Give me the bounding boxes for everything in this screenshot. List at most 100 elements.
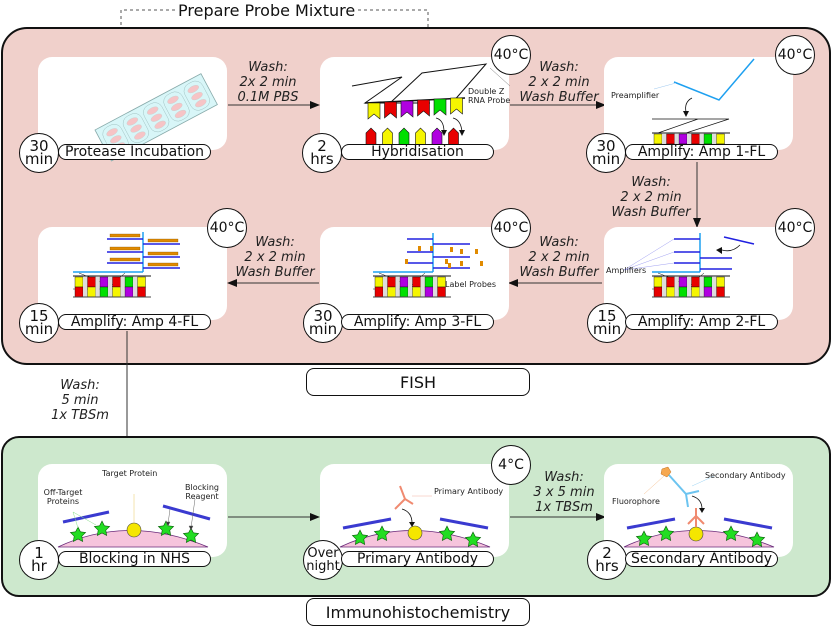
- spacer: [433, 277, 437, 297]
- time-badge-amp1: 30min: [586, 133, 626, 173]
- preamplifier-annotation: Preamplifier: [611, 91, 659, 100]
- probe-segment: [704, 134, 712, 144]
- target-segment: [667, 287, 675, 297]
- spacer: [675, 277, 679, 297]
- arrow-protease-to-hybrid: [228, 100, 328, 110]
- temp-badge-amp2: 40°C: [775, 208, 815, 248]
- wash-step-1: Wash:2x 2 min0.1M PBS: [232, 60, 304, 105]
- amplifiers-icon: [604, 227, 804, 327]
- target-segment: [400, 287, 408, 297]
- probe-segment: [654, 277, 662, 287]
- blocking-reagent-annotation: Blocking Reagent: [181, 483, 223, 501]
- arrow-primary-to-secondary: [510, 512, 610, 522]
- probe-segment: [692, 134, 700, 144]
- spacer: [408, 277, 412, 297]
- blocking-scene-icon: [38, 464, 238, 564]
- time-badge-hybridisation: 2hrs: [302, 133, 342, 173]
- step-label-hybridisation: Hybridisation: [341, 144, 494, 160]
- step-label-amp1: Amplify: Amp 1-FL: [625, 144, 778, 160]
- prepare-probe-label: Prepare Probe Mixture: [178, 1, 355, 20]
- arrow-amp2-to-amp3: [508, 278, 608, 288]
- double-z-probe-annotation: Double Z RNA Probe: [468, 87, 512, 105]
- step-label-secondary: Secondary Antibody: [625, 551, 778, 567]
- target-segment: [692, 287, 700, 297]
- spacer: [700, 277, 704, 297]
- probe-segment: [704, 277, 712, 287]
- time-badge-amp3: 30min: [303, 303, 343, 343]
- spacer: [83, 277, 87, 297]
- fluorophore-annotation: Fluorophore: [612, 497, 660, 506]
- probe-segment: [679, 134, 687, 144]
- target-segment: [125, 287, 133, 297]
- temp-badge-amp3: 40°C: [491, 208, 531, 248]
- section-label-fish: FISH: [306, 368, 530, 396]
- probe-segment: [88, 277, 96, 287]
- wash-step-2: Wash:2 x 2 minWash Buffer: [516, 60, 602, 105]
- time-badge-blocking: 1hr: [19, 540, 59, 580]
- probe-segment: [667, 134, 675, 144]
- step-label-blocking: Blocking in NHS: [58, 551, 211, 567]
- spacer: [396, 277, 400, 297]
- probe-segment: [388, 277, 396, 287]
- amplifiers-annotation: Amplifiers: [606, 266, 646, 275]
- target-segment: [88, 287, 96, 297]
- probe-segment: [654, 134, 662, 144]
- target-protein-annotation: Target Protein: [102, 469, 157, 478]
- secondary-antibody-annotation: Secondary Antibody: [705, 471, 786, 480]
- label-probes-annotation: Label Probes: [445, 280, 496, 289]
- probe-flag: [434, 99, 446, 115]
- primary-antibody-scene-icon: [320, 464, 520, 564]
- step-label-amp4: Amplify: Amp 4-FL: [58, 314, 211, 330]
- probe-flag: [418, 100, 430, 116]
- slide-icon: [90, 60, 210, 150]
- probe-flag: [385, 102, 397, 118]
- double-z-probe-icon: [340, 60, 520, 150]
- spacer: [421, 277, 425, 297]
- time-badge-amp2: 15min: [587, 303, 627, 343]
- probe-flag: [368, 103, 380, 119]
- target-segment: [388, 287, 396, 297]
- target-segment: [679, 287, 687, 297]
- temp-badge-amp1: 40°C: [775, 35, 815, 75]
- probe-segment: [113, 277, 121, 287]
- target-segment: [100, 287, 108, 297]
- target-segment: [704, 287, 712, 297]
- spacer: [108, 277, 112, 297]
- probe-segment: [425, 277, 433, 287]
- step-label-protease: Protease Incubation: [58, 144, 211, 160]
- probe-segment: [717, 134, 725, 144]
- target-segment: [113, 287, 121, 297]
- spacer: [133, 277, 137, 297]
- target-segment: [425, 287, 433, 297]
- probe-flag: [451, 98, 463, 114]
- temp-badge-amp4: 40°C: [207, 208, 247, 248]
- step-label-amp2: Amplify: Amp 2-FL: [625, 314, 778, 330]
- time-badge-secondary: 2hrs: [587, 540, 627, 580]
- probe-segment: [75, 277, 83, 287]
- time-badge-amp4: 15min: [19, 303, 59, 343]
- spacer: [96, 277, 100, 297]
- probe-flag: [401, 101, 413, 117]
- arrow-hybrid-to-amp1: [510, 100, 610, 110]
- arrow-amp1-to-amp2: [692, 162, 702, 232]
- wash-step-4: Wash:2 x 2 minWash Buffer: [516, 235, 602, 280]
- spacer: [121, 277, 125, 297]
- target-segment: [75, 287, 83, 297]
- step-label-amp3: Amplify: Amp 3-FL: [341, 314, 494, 330]
- probe-segment: [413, 277, 421, 287]
- wash-step-7: Wash:3 x 5 min1x TBSm: [524, 470, 604, 515]
- arrow-amp3-to-amp4: [227, 278, 327, 288]
- label-probes-icon: [320, 227, 520, 327]
- probe-segment: [138, 277, 146, 287]
- amp4-icon: [38, 227, 238, 327]
- probe-segment: [400, 277, 408, 287]
- primary-antibody-annotation: Primary Antibody: [434, 487, 503, 496]
- probe-segment: [717, 277, 725, 287]
- wash-step-5: Wash:2 x 2 minWash Buffer: [232, 235, 318, 280]
- target-segment: [717, 287, 725, 297]
- step-label-primary: Primary Antibody: [341, 551, 494, 567]
- probe-segment: [125, 277, 133, 287]
- section-label-ihc: Immunohistochemistry: [306, 598, 530, 626]
- target-segment: [654, 287, 662, 297]
- target-segment: [375, 287, 383, 297]
